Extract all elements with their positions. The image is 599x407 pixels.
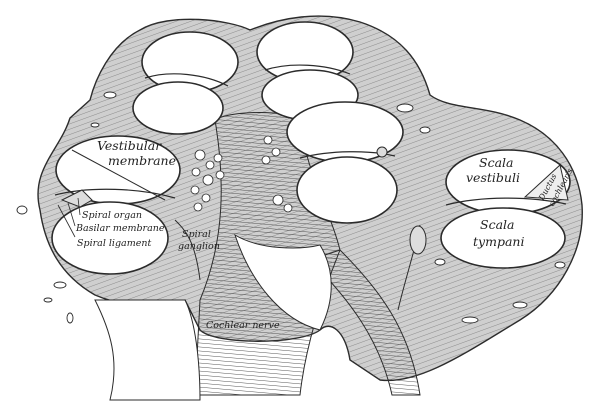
label-cochlear-nerve: Cochlear nerve (206, 320, 280, 331)
spiral-ganglion-cells (190, 135, 293, 213)
label-vestibular: Vestibular (97, 138, 162, 153)
label-scala-vestibuli-2: vestibuli (466, 170, 520, 185)
label-ganglion: ganglion (178, 241, 220, 252)
label-basilar-membrane: Basilar membrane (76, 223, 165, 234)
chamber-left-lower (51, 201, 169, 275)
label-membrane: membrane (108, 153, 176, 168)
chamber-mid-right-lower (296, 156, 398, 224)
lower-void-mid (234, 233, 332, 331)
chamber-right-lower (440, 207, 566, 269)
label-spiral-ligament: Spiral ligament (77, 238, 152, 249)
label-spiral-organ: Spiral organ (82, 210, 143, 221)
chamber-top-left-lower (132, 81, 224, 135)
label-scala-tympani-1: Scala (480, 217, 515, 232)
lower-void-left (94, 299, 201, 401)
label-scala-vestibuli-1: Scala (479, 155, 514, 170)
bony-spaces (16, 91, 566, 324)
label-scala-tympani-2: tympani (473, 234, 525, 249)
label-spiral: Spiral (182, 229, 211, 240)
